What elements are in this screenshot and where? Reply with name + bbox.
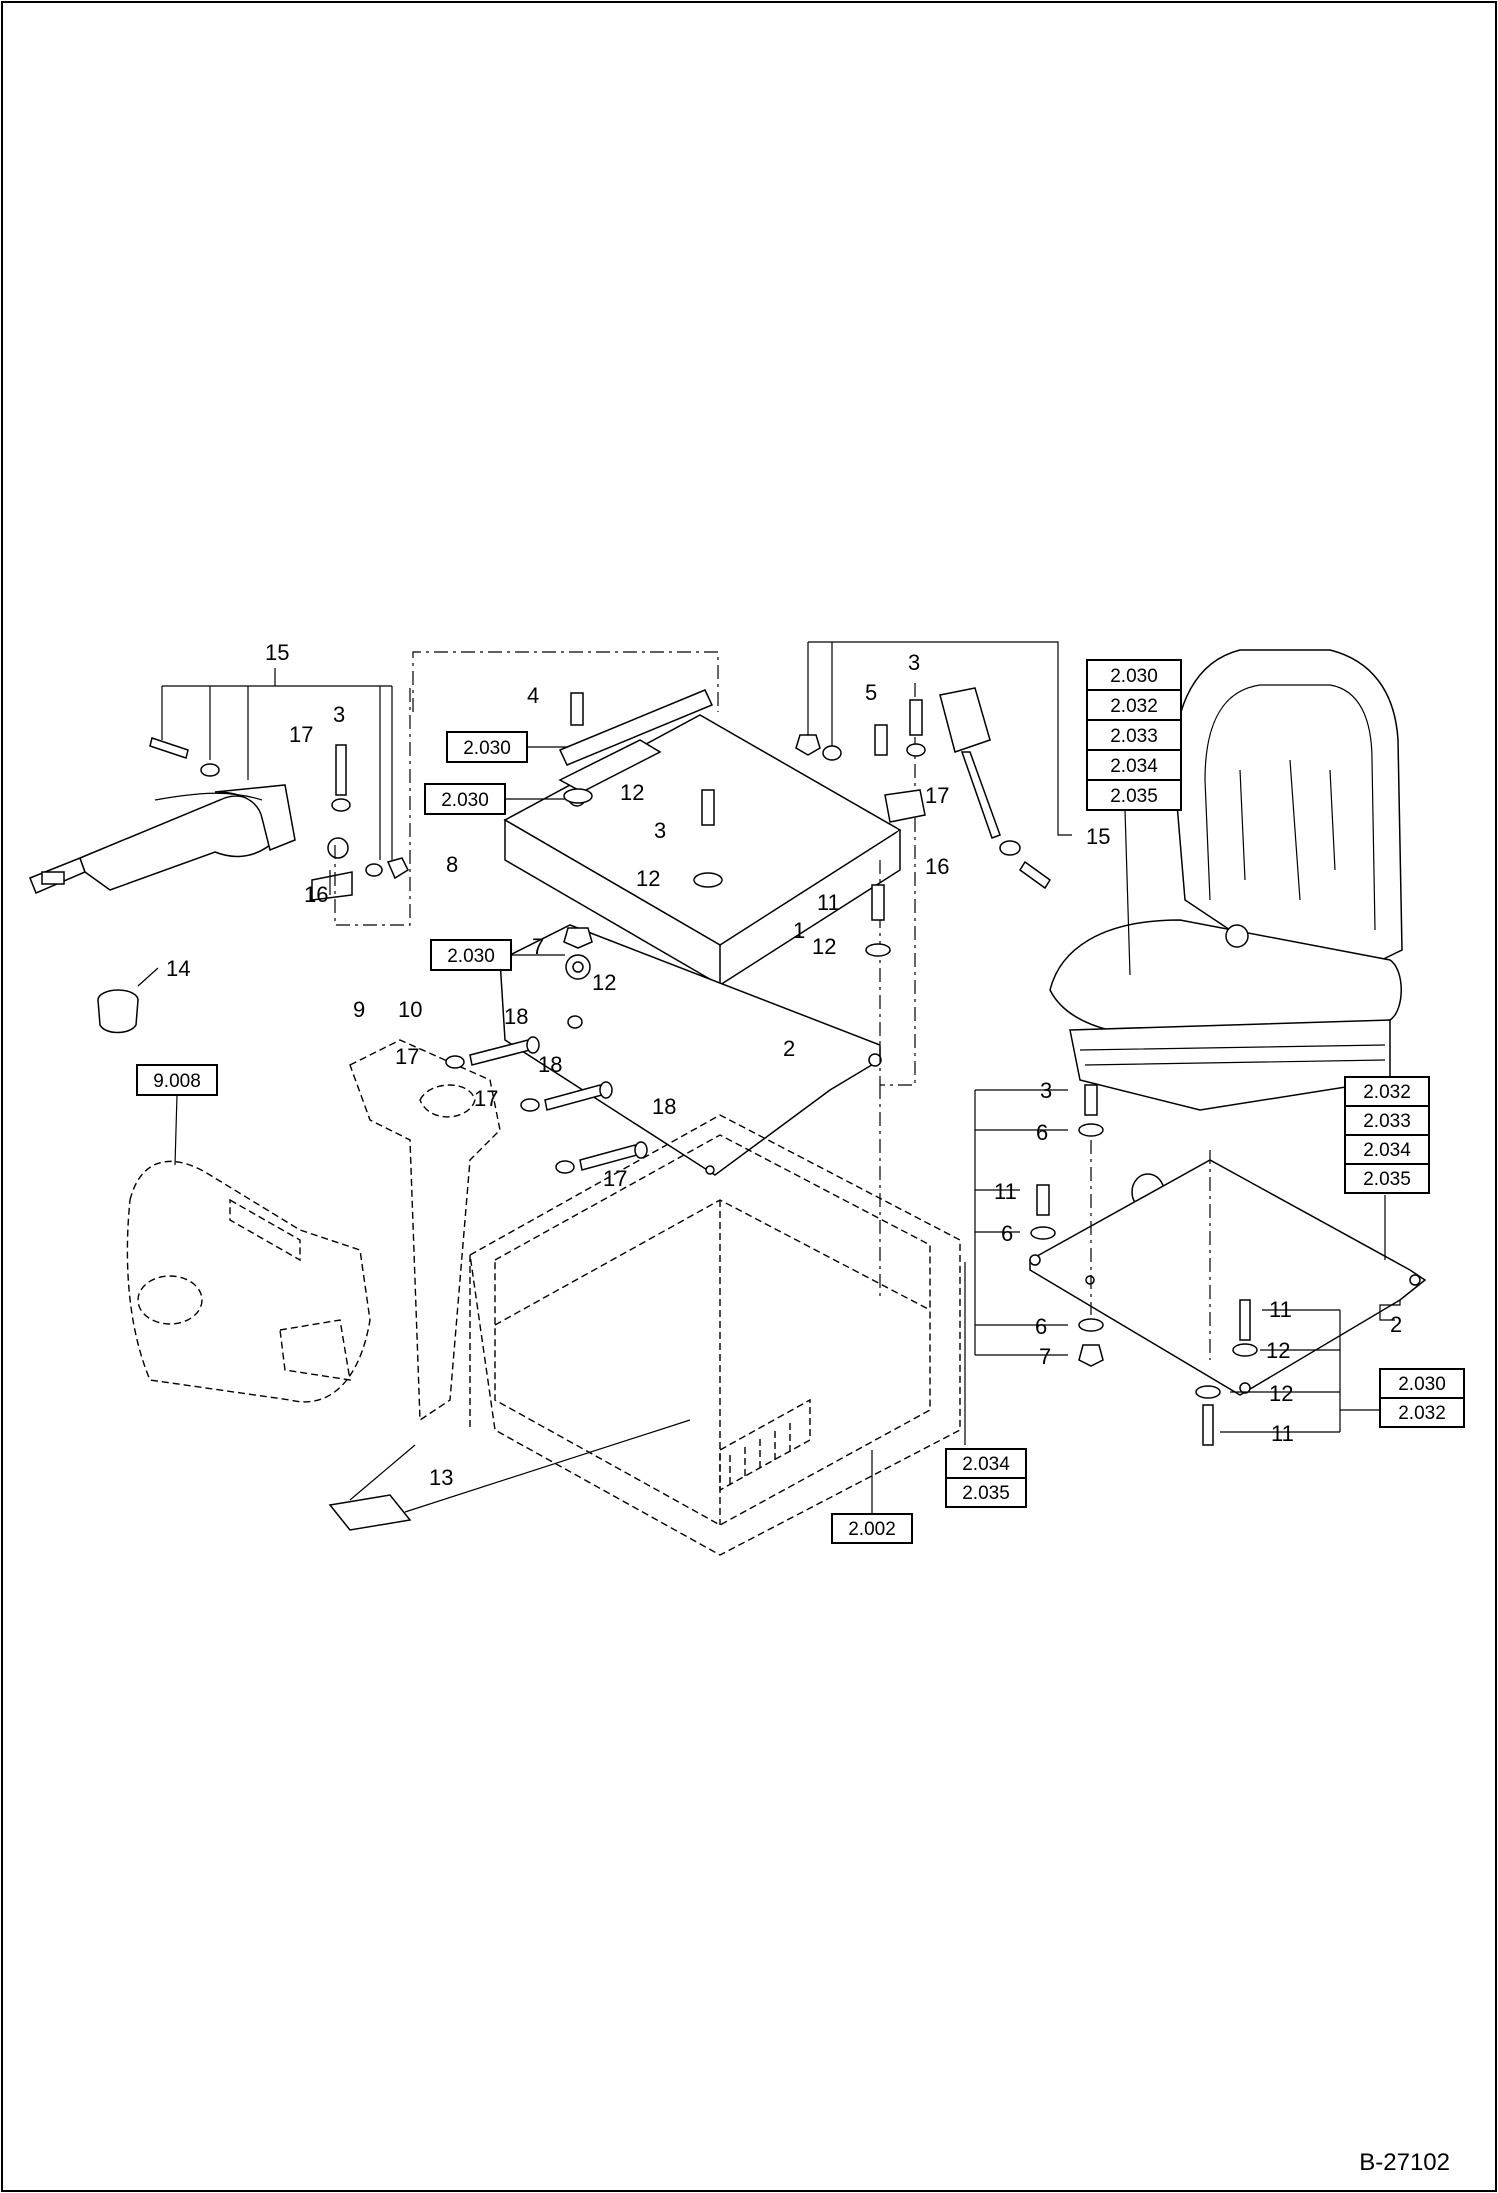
ref-box-mid-stack: 2.034 2.035 <box>945 1448 1027 1508</box>
callout-17-right: 17 <box>925 783 949 808</box>
callout-14: 14 <box>166 956 190 981</box>
callout-18-a: 18 <box>504 1004 528 1029</box>
callout-5: 5 <box>865 680 877 705</box>
callout-11-c: 11 <box>1271 1421 1294 1446</box>
svg-text:2.034: 2.034 <box>1363 1140 1411 1161</box>
sheet-number: B-27102 <box>1359 2149 1450 2176</box>
svg-text:2.032: 2.032 <box>1110 696 1158 717</box>
callout-15-right: 15 <box>1086 824 1110 849</box>
svg-text:2.035: 2.035 <box>1110 786 1158 807</box>
callout-12-mid: 12 <box>636 866 660 891</box>
callout-3-mid: 3 <box>654 818 666 843</box>
callout-3-top: 3 <box>908 650 920 675</box>
callout-3-left: 3 <box>333 702 345 727</box>
mounting-bolts <box>445 1015 648 1174</box>
callout-11-top: 11 <box>817 890 840 915</box>
svg-text:2.030: 2.030 <box>1110 666 1158 687</box>
svg-text:2.032: 2.032 <box>1398 1403 1446 1424</box>
svg-text:2.030: 2.030 <box>1398 1374 1446 1395</box>
callout-17-c: 17 <box>603 1166 627 1191</box>
svg-text:2.034: 2.034 <box>1110 756 1158 777</box>
seat-belt-assembly <box>29 668 411 1034</box>
callout-6-b: 6 <box>1001 1221 1013 1246</box>
svg-text:2.002: 2.002 <box>848 1519 896 1540</box>
callout-16-right: 16 <box>925 854 949 879</box>
svg-text:9.008: 9.008 <box>153 1071 201 1092</box>
callout-12-b: 12 <box>1266 1338 1290 1363</box>
callout-8: 8 <box>446 852 458 877</box>
ref-box-a-2030: 2.030 <box>446 731 568 763</box>
callout-15-left: 15 <box>265 640 289 665</box>
callout-6-a: 6 <box>1036 1120 1048 1145</box>
seat-mount-plate <box>964 1084 1427 1446</box>
svg-text:2.032: 2.032 <box>1363 1082 1411 1103</box>
callout-2-right: 2 <box>1390 1312 1402 1337</box>
callout-6-c: 6 <box>1035 1314 1047 1339</box>
callout-12-low: 12 <box>592 970 616 995</box>
ref-box-9008: 9.008 <box>136 1064 218 1166</box>
callout-3-right: 3 <box>1040 1078 1052 1103</box>
upper-right-hardware <box>558 641 1072 957</box>
callout-10: 10 <box>398 997 422 1022</box>
callout-11-a: 11 <box>994 1179 1017 1204</box>
ref-box-2002: 2.002 <box>831 1450 913 1544</box>
callout-18-b: 18 <box>538 1052 562 1077</box>
svg-text:2.033: 2.033 <box>1110 726 1158 747</box>
callout-9: 9 <box>353 997 365 1022</box>
callout-17-b: 17 <box>474 1086 498 1111</box>
svg-text:2.035: 2.035 <box>1363 1169 1411 1190</box>
callout-17-left: 17 <box>289 722 313 747</box>
svg-text:2.035: 2.035 <box>962 1483 1010 1504</box>
ref-box-plate-stack: 2.032 2.033 2.034 2.035 <box>1344 1076 1430 1194</box>
svg-text:2.030: 2.030 <box>447 946 495 967</box>
ref-box-seat-stack: 2.030 2.032 2.033 2.034 2.035 <box>1086 659 1182 976</box>
operator-seat <box>1049 649 1403 1211</box>
reference-boxes: 2.030 2.030 2.030 2.030 2.032 2.033 2.03… <box>136 659 1465 1544</box>
callout-11-b: 11 <box>1269 1297 1292 1322</box>
callout-4: 4 <box>527 683 539 708</box>
svg-text:2.030: 2.030 <box>441 790 489 811</box>
callout-18-c: 18 <box>652 1094 676 1119</box>
svg-text:2.033: 2.033 <box>1363 1111 1411 1132</box>
callout-12-right: 12 <box>812 934 836 959</box>
callout-17-a: 17 <box>395 1044 419 1069</box>
seat-console-plate <box>412 651 916 1300</box>
callout-1: 1 <box>793 918 805 943</box>
callout-12-c: 12 <box>1269 1381 1293 1406</box>
ref-box-c-2030: 2.030 <box>430 939 565 971</box>
callout-7-right: 7 <box>1039 1344 1051 1369</box>
callout-labels: 15 3 17 16 14 4 12 3 12 8 9 10 7 12 18 1… <box>166 640 1402 1490</box>
operator-platform-base <box>126 1039 961 1556</box>
svg-text:2.030: 2.030 <box>463 738 511 759</box>
callout-16-left: 16 <box>304 882 328 907</box>
callout-13: 13 <box>429 1465 453 1490</box>
ref-box-b-2030: 2.030 <box>424 783 565 815</box>
callout-2-mid: 2 <box>783 1036 795 1061</box>
svg-text:2.034: 2.034 <box>962 1454 1010 1475</box>
callout-12-top: 12 <box>620 780 644 805</box>
callout-7-top: 7 <box>532 934 544 959</box>
ref-box-right-stack: 2.030 2.032 <box>1379 1368 1465 1428</box>
